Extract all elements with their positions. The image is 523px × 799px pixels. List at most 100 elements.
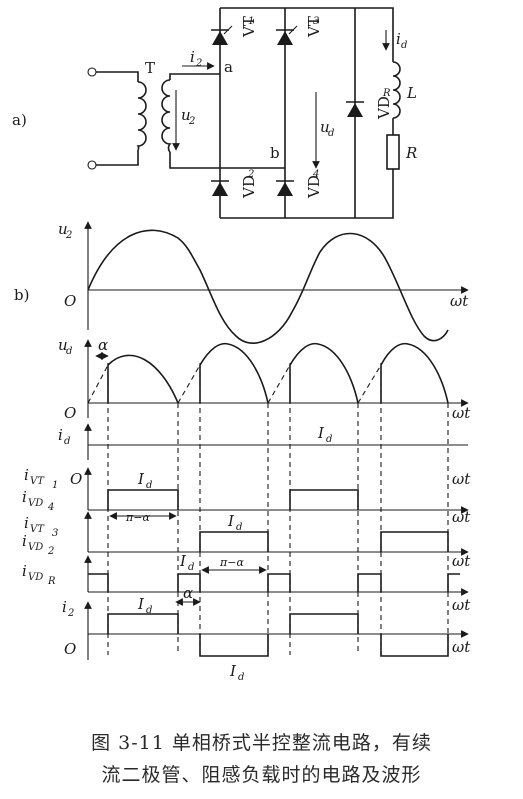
i2-omega-t: ωt xyxy=(452,638,471,656)
vt1-sub: 1 xyxy=(248,16,254,27)
vdr-label: VD xyxy=(375,96,393,120)
ivd4-sub: VD xyxy=(28,498,43,509)
ivdr-pulse-3 xyxy=(357,573,382,592)
ud-dashed-rise-3 xyxy=(267,364,291,404)
Id-sub-id: d xyxy=(326,434,332,445)
Id-sub-i2-top: d xyxy=(146,605,152,616)
waveforms: b) u 2 O ωt u d O ωt α xyxy=(14,220,471,683)
ivt1-origin: O xyxy=(70,470,82,488)
secondary-wire-b xyxy=(169,152,220,169)
resistor xyxy=(386,134,400,170)
ivt3-sub2: 3 xyxy=(52,528,58,539)
thyristor-vt1 xyxy=(211,25,233,45)
id-wave-label: i xyxy=(58,426,63,444)
input-terminal-top xyxy=(87,67,97,77)
u2-wave-label: u xyxy=(58,220,68,238)
ud-dashed-rise-2 xyxy=(177,364,201,404)
diode-vd2 xyxy=(211,180,229,196)
ivt3-pulse-1 xyxy=(199,531,269,552)
u2-sine-wave xyxy=(87,229,449,344)
ivdr-label: i xyxy=(22,562,27,580)
ivt1-label: i xyxy=(24,466,29,484)
id-label: i xyxy=(396,30,401,48)
caption-line-2: 流二极管、阻感负载时的电路及波形 xyxy=(101,764,422,786)
part-b-label: b) xyxy=(14,286,29,304)
ud-dashed-rise-4 xyxy=(357,364,382,404)
vd2-label: VD xyxy=(240,175,258,199)
u2-sub: 2 xyxy=(188,116,195,127)
ud-waveform xyxy=(107,342,449,404)
input-terminal-bottom xyxy=(87,160,97,170)
ivd2-label: i xyxy=(22,532,27,550)
Id-sub-i2-bottom: d xyxy=(238,672,244,683)
Id-label-i2-top: I xyxy=(137,595,145,613)
inductor-coil xyxy=(392,61,401,119)
ud-wave-label: u xyxy=(58,336,68,354)
part-a-label: a) xyxy=(12,111,27,129)
ivt1-pulse-1 xyxy=(107,489,179,510)
ivt1-sub2: 1 xyxy=(52,480,58,491)
Id-label-vt1: I xyxy=(137,470,145,488)
load-wire-bottom xyxy=(355,169,394,219)
ivd4-sub2: 4 xyxy=(47,502,54,513)
i2-omega-t-top: ωt xyxy=(452,596,471,614)
Id-sub-vdr: d xyxy=(188,562,194,573)
i2-label: i xyxy=(190,48,195,66)
Id-label-id: I xyxy=(317,424,325,442)
ivt1-sub: VT xyxy=(30,476,45,487)
pi-minus-alpha-2: π−α xyxy=(219,556,244,569)
transformer-primary-coil xyxy=(136,81,147,151)
i2-neg-pulse-2 xyxy=(380,634,449,657)
resistor-label: R xyxy=(405,144,417,162)
node-b-label: b xyxy=(270,144,280,162)
transformer-label: T xyxy=(145,59,155,77)
Id-sub-vt1: d xyxy=(146,480,152,491)
vt1-label: VT xyxy=(240,16,258,38)
ivd4-label: i xyxy=(22,488,27,506)
u2-omega-t: ωt xyxy=(450,292,469,310)
vdr-sub: R xyxy=(382,88,391,99)
ivdr-pulse-2 xyxy=(267,573,291,592)
ivt3-pulse-2 xyxy=(380,531,449,552)
vt3-sub: 3 xyxy=(313,16,319,27)
ivt3-omega-t: ωt xyxy=(452,508,471,526)
i2-pos-pulse-2 xyxy=(289,613,359,634)
ivd2-sub: VD xyxy=(28,542,43,553)
ivdr-pulse-0 xyxy=(88,573,109,592)
i2-sub: 2 xyxy=(195,58,202,69)
thyristor-vt3 xyxy=(276,25,298,45)
Id-label-vdr: I xyxy=(179,552,187,570)
ivdr-omega-t: ωt xyxy=(452,552,471,570)
transformer-secondary-coil xyxy=(161,79,172,153)
id-sub: d xyxy=(401,40,407,51)
inductor-label: L xyxy=(406,84,417,102)
primary-wire-top xyxy=(96,71,139,82)
origin-label: O xyxy=(64,292,76,310)
Id-label-i2-bottom: I xyxy=(229,662,237,680)
vd4-sub: 4 xyxy=(312,169,319,180)
ivdr-sub2: R xyxy=(47,576,56,587)
alpha-label: α xyxy=(98,336,108,354)
caption-line-1: 图 3-11 单相桥式半控整流电路，有续 xyxy=(91,732,432,754)
ivt1-omega-t: ωt xyxy=(452,470,471,488)
u2-wave-sub: 2 xyxy=(65,230,72,241)
diode-vdr xyxy=(346,101,364,117)
ivdr-sub: VD xyxy=(28,572,43,583)
u2-label: u xyxy=(181,106,191,124)
secondary-wire-a xyxy=(169,73,220,80)
ud-omega-t: ωt xyxy=(452,404,471,422)
ivdr-pulse-4 xyxy=(447,573,460,592)
circuit-diagram: a) T a b i 2 u 2 xyxy=(12,7,417,219)
vt3-label: VT xyxy=(305,16,323,38)
i2-wave-label: i xyxy=(62,598,67,616)
ud-label: u xyxy=(320,118,330,136)
diode-vd4 xyxy=(276,180,294,196)
i2-wave-sub: 2 xyxy=(67,608,74,619)
vd2-sub: 2 xyxy=(247,169,254,180)
ud-sub: d xyxy=(328,128,334,139)
node-a-label: a xyxy=(224,58,233,76)
load-wire-top xyxy=(355,7,394,62)
primary-wire-bottom xyxy=(96,150,139,166)
i2-pos-pulse-1 xyxy=(107,613,179,634)
